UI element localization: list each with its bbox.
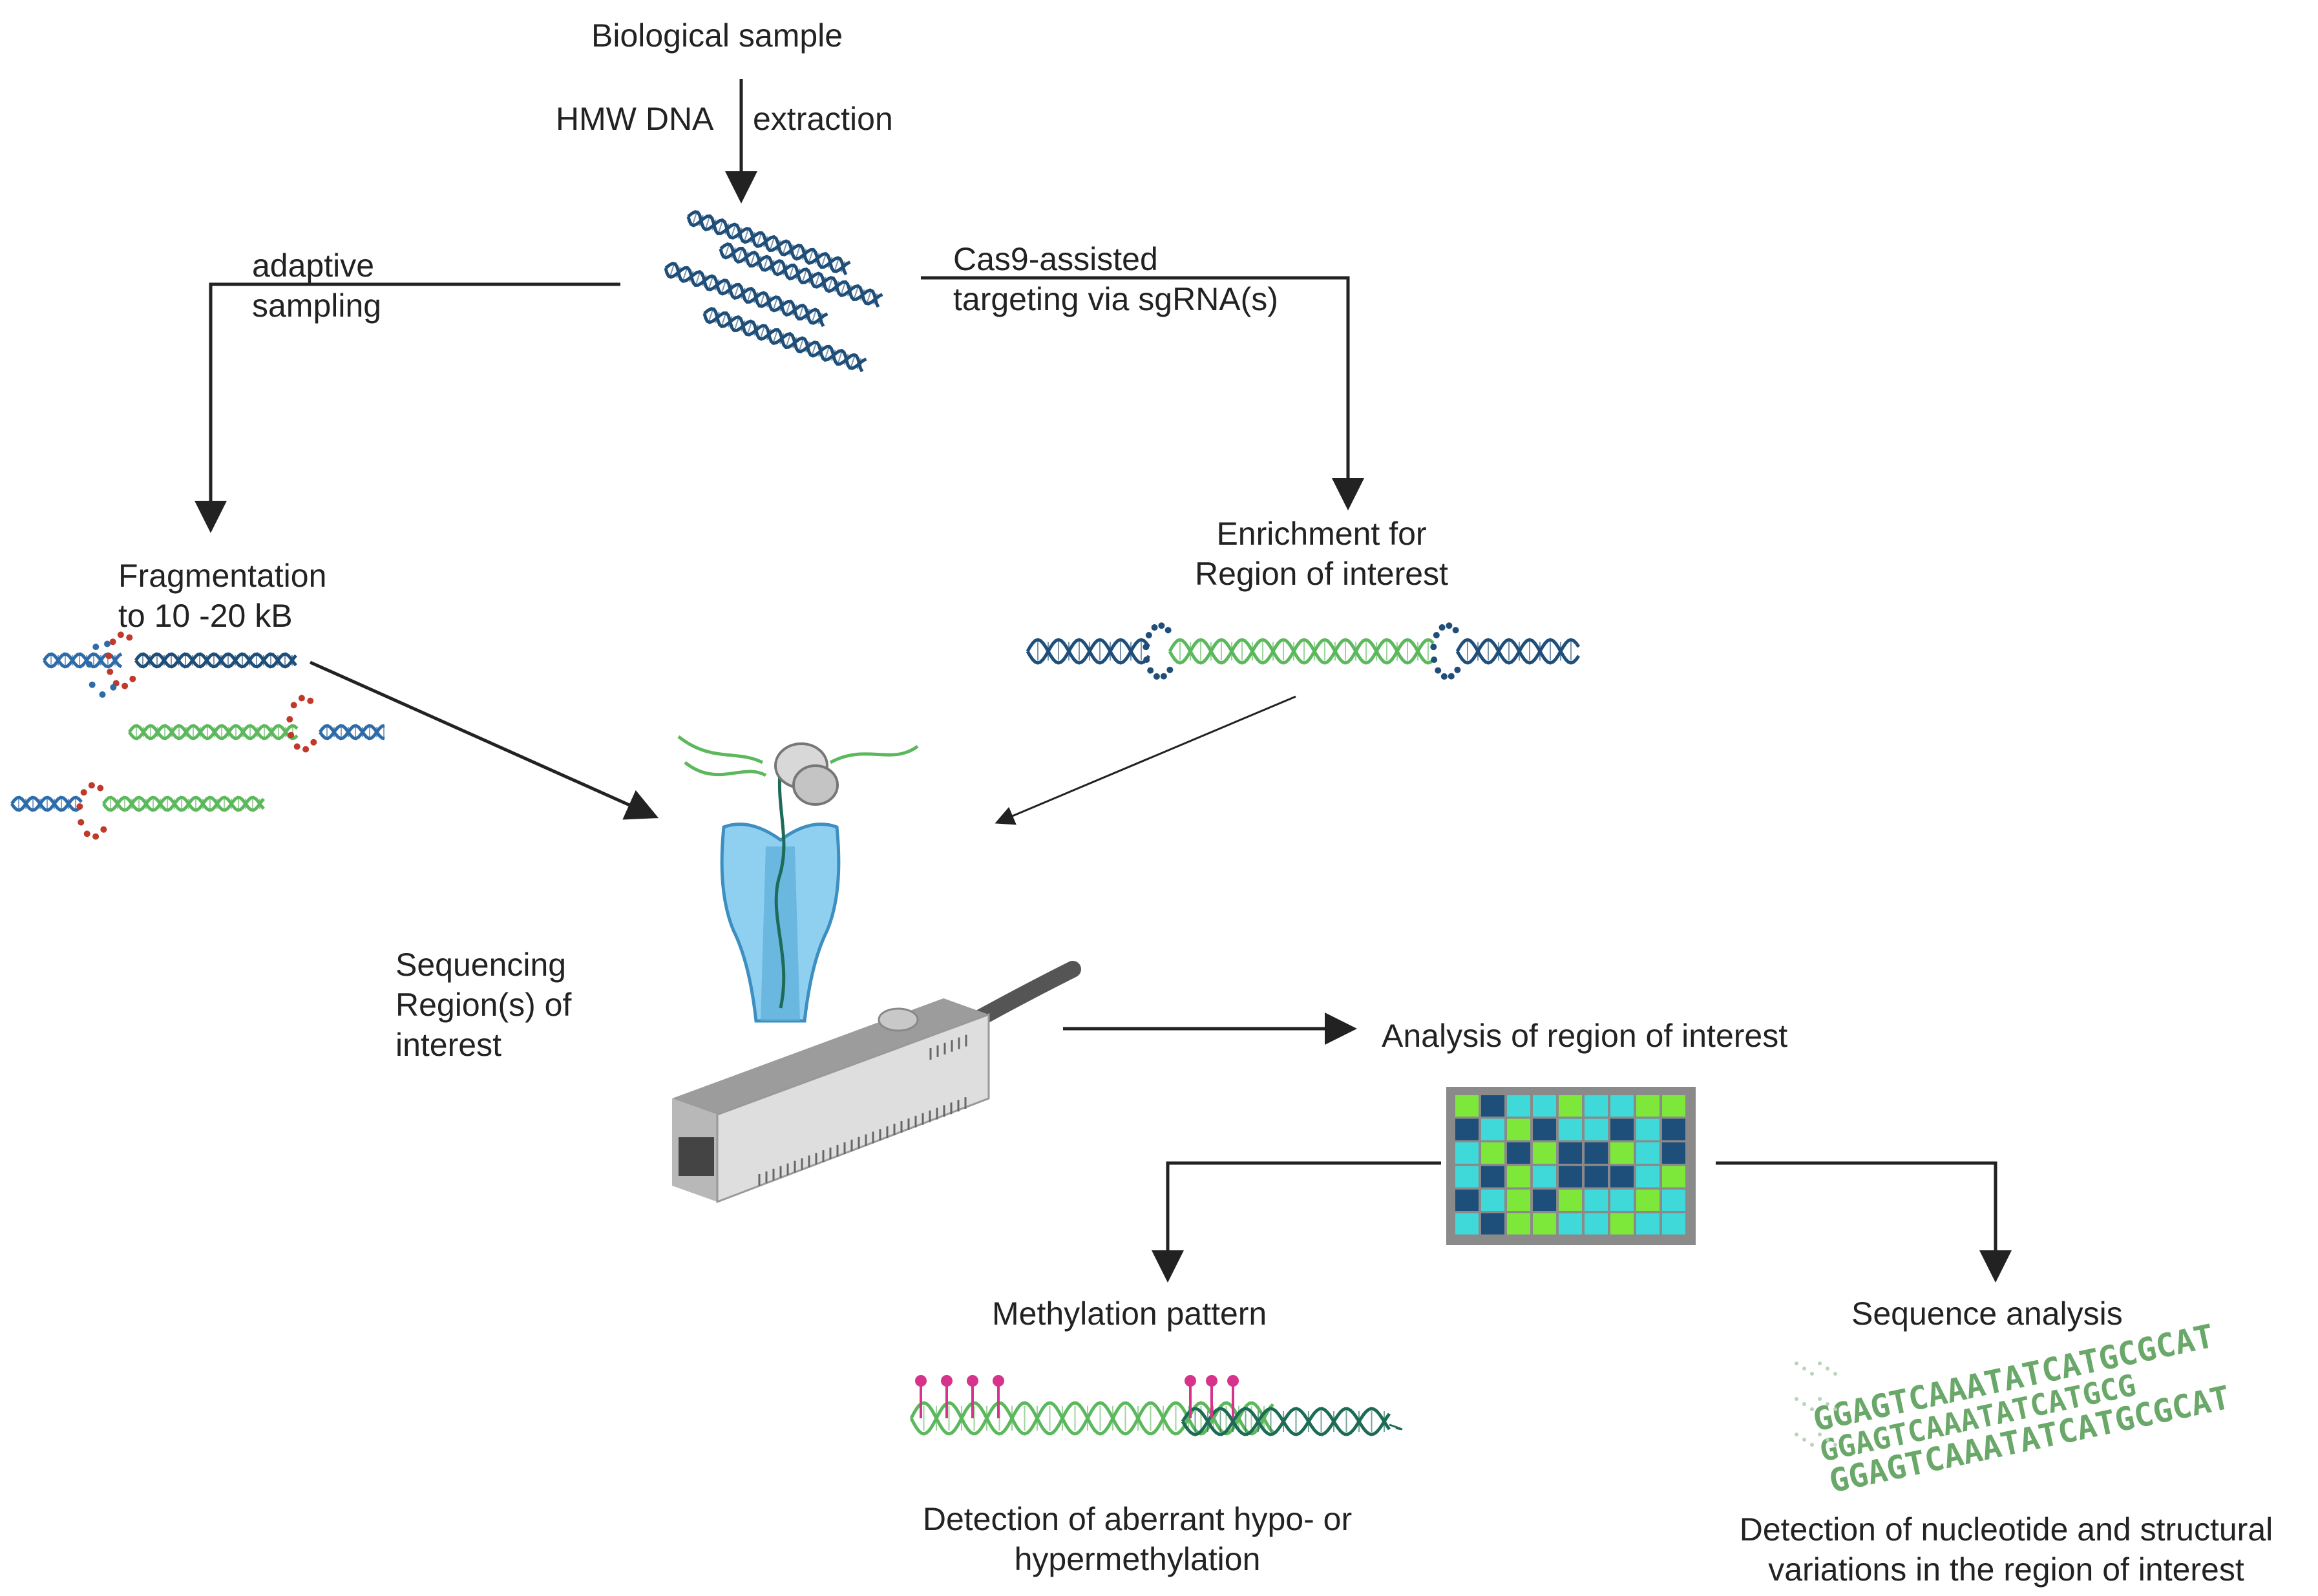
connectors — [195, 79, 2012, 1283]
sequence-reads-icon: GGAGTCAAATATCATGCGCATGGAGTCAAATATCATGCGG… — [1795, 1318, 2233, 1500]
arrow-enriched-to-pore — [995, 695, 1296, 825]
arrow-cas9-targeting — [921, 276, 1364, 510]
label-analysis: Analysis of region of interest — [1382, 1018, 1788, 1054]
hmw-dna-icon — [664, 210, 883, 373]
analysis-heatmap — [1446, 1087, 1696, 1245]
arrow-to-methylation — [1152, 1161, 1441, 1283]
label-sequencing: Sequencing Region(s) of interest — [395, 947, 572, 1063]
sequencer-device-icon — [672, 961, 1081, 1204]
label-detect-methylation: Detection of aberrant hypo- or hypermeth… — [922, 1501, 1353, 1577]
enriched-dna-icon — [1026, 622, 1581, 680]
label-biological-sample: Biological sample — [591, 17, 843, 54]
label-extraction: extraction — [753, 101, 893, 137]
label-enrichment: Enrichment for Region of interest — [1195, 516, 1448, 592]
label-cas9-targeting: Cas9-assisted targeting via sgRNA(s) — [953, 241, 1278, 317]
label-methylation-pattern: Methylation pattern — [992, 1296, 1267, 1332]
label-adaptive-sampling: adaptive sampling — [252, 247, 382, 324]
label-hmw-dna: HMW DNA — [556, 101, 714, 137]
fragmented-dna-icon — [10, 631, 385, 840]
arrow-to-sequence — [1716, 1161, 2012, 1283]
label-sequence-analysis: Sequence analysis — [1851, 1296, 2123, 1332]
arrow-adaptive-sampling — [195, 282, 620, 533]
methylation-dna-icon — [909, 1375, 1403, 1436]
arrow-fragments-to-pore — [309, 660, 659, 820]
nanopore-icon — [677, 735, 919, 1023]
label-detect-variations: Detection of nucleotide and structural v… — [1739, 1511, 2273, 1588]
label-fragmentation: Fragmentation to 10 -20 kB — [118, 558, 327, 634]
